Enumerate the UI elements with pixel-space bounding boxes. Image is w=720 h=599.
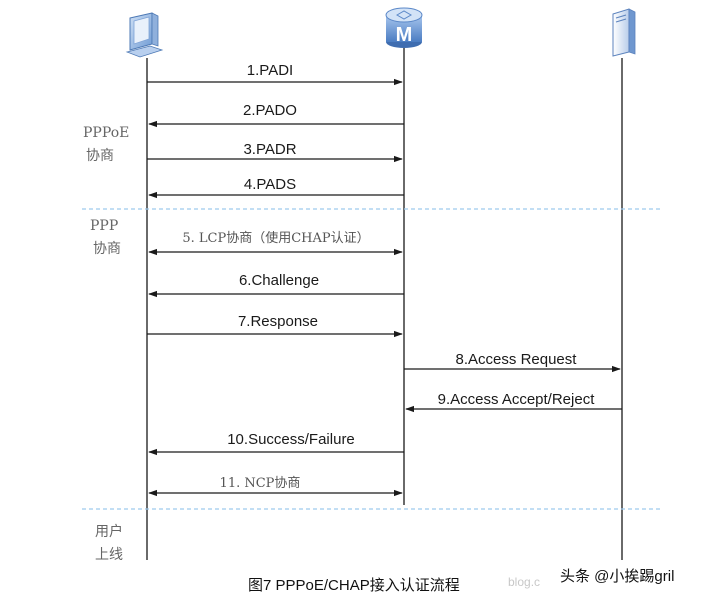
watermark: 头条 @小挨踢gril xyxy=(560,568,674,585)
watermark-faint: blog.c xyxy=(508,575,540,589)
message-label-7: 7.Response xyxy=(238,313,318,330)
message-label-5: 5. LCP协商（使用CHAP认证） xyxy=(182,230,369,246)
phase-label-online-2: 上线 xyxy=(95,547,123,563)
phase-label-ppp-2: 协商 xyxy=(93,241,121,257)
message-label-9: 9.Access Accept/Reject xyxy=(438,391,596,408)
message-label-8: 8.Access Request xyxy=(456,351,578,368)
message-label-11: 11. NCP协商 xyxy=(220,476,301,491)
server-icon xyxy=(612,8,636,57)
phase-label-pppoe-1: PPPoE xyxy=(83,125,129,141)
message-label-2: 2.PADO xyxy=(243,102,297,119)
message-label-6: 6.Challenge xyxy=(239,272,319,289)
message-label-3: 3.PADR xyxy=(243,141,296,158)
router-letter: M xyxy=(396,24,413,46)
pc-icon xyxy=(125,12,164,58)
message-label-10: 10.Success/Failure xyxy=(227,431,355,448)
message-label-1: 1.PADI xyxy=(247,62,293,79)
phase-label-pppoe-2: 协商 xyxy=(86,148,114,164)
messages: 1.PADI 2.PADO 3.PADR 4.PADS 5. LCP协商（使用C… xyxy=(147,62,622,497)
phase-label-ppp-1: PPP xyxy=(90,218,118,234)
message-label-4: 4.PADS xyxy=(244,176,296,193)
router-icon: M xyxy=(385,7,423,48)
figure-caption: 图7 PPPoE/CHAP接入认证流程 xyxy=(248,577,460,594)
phase-label-online-1: 用户 xyxy=(95,523,123,540)
